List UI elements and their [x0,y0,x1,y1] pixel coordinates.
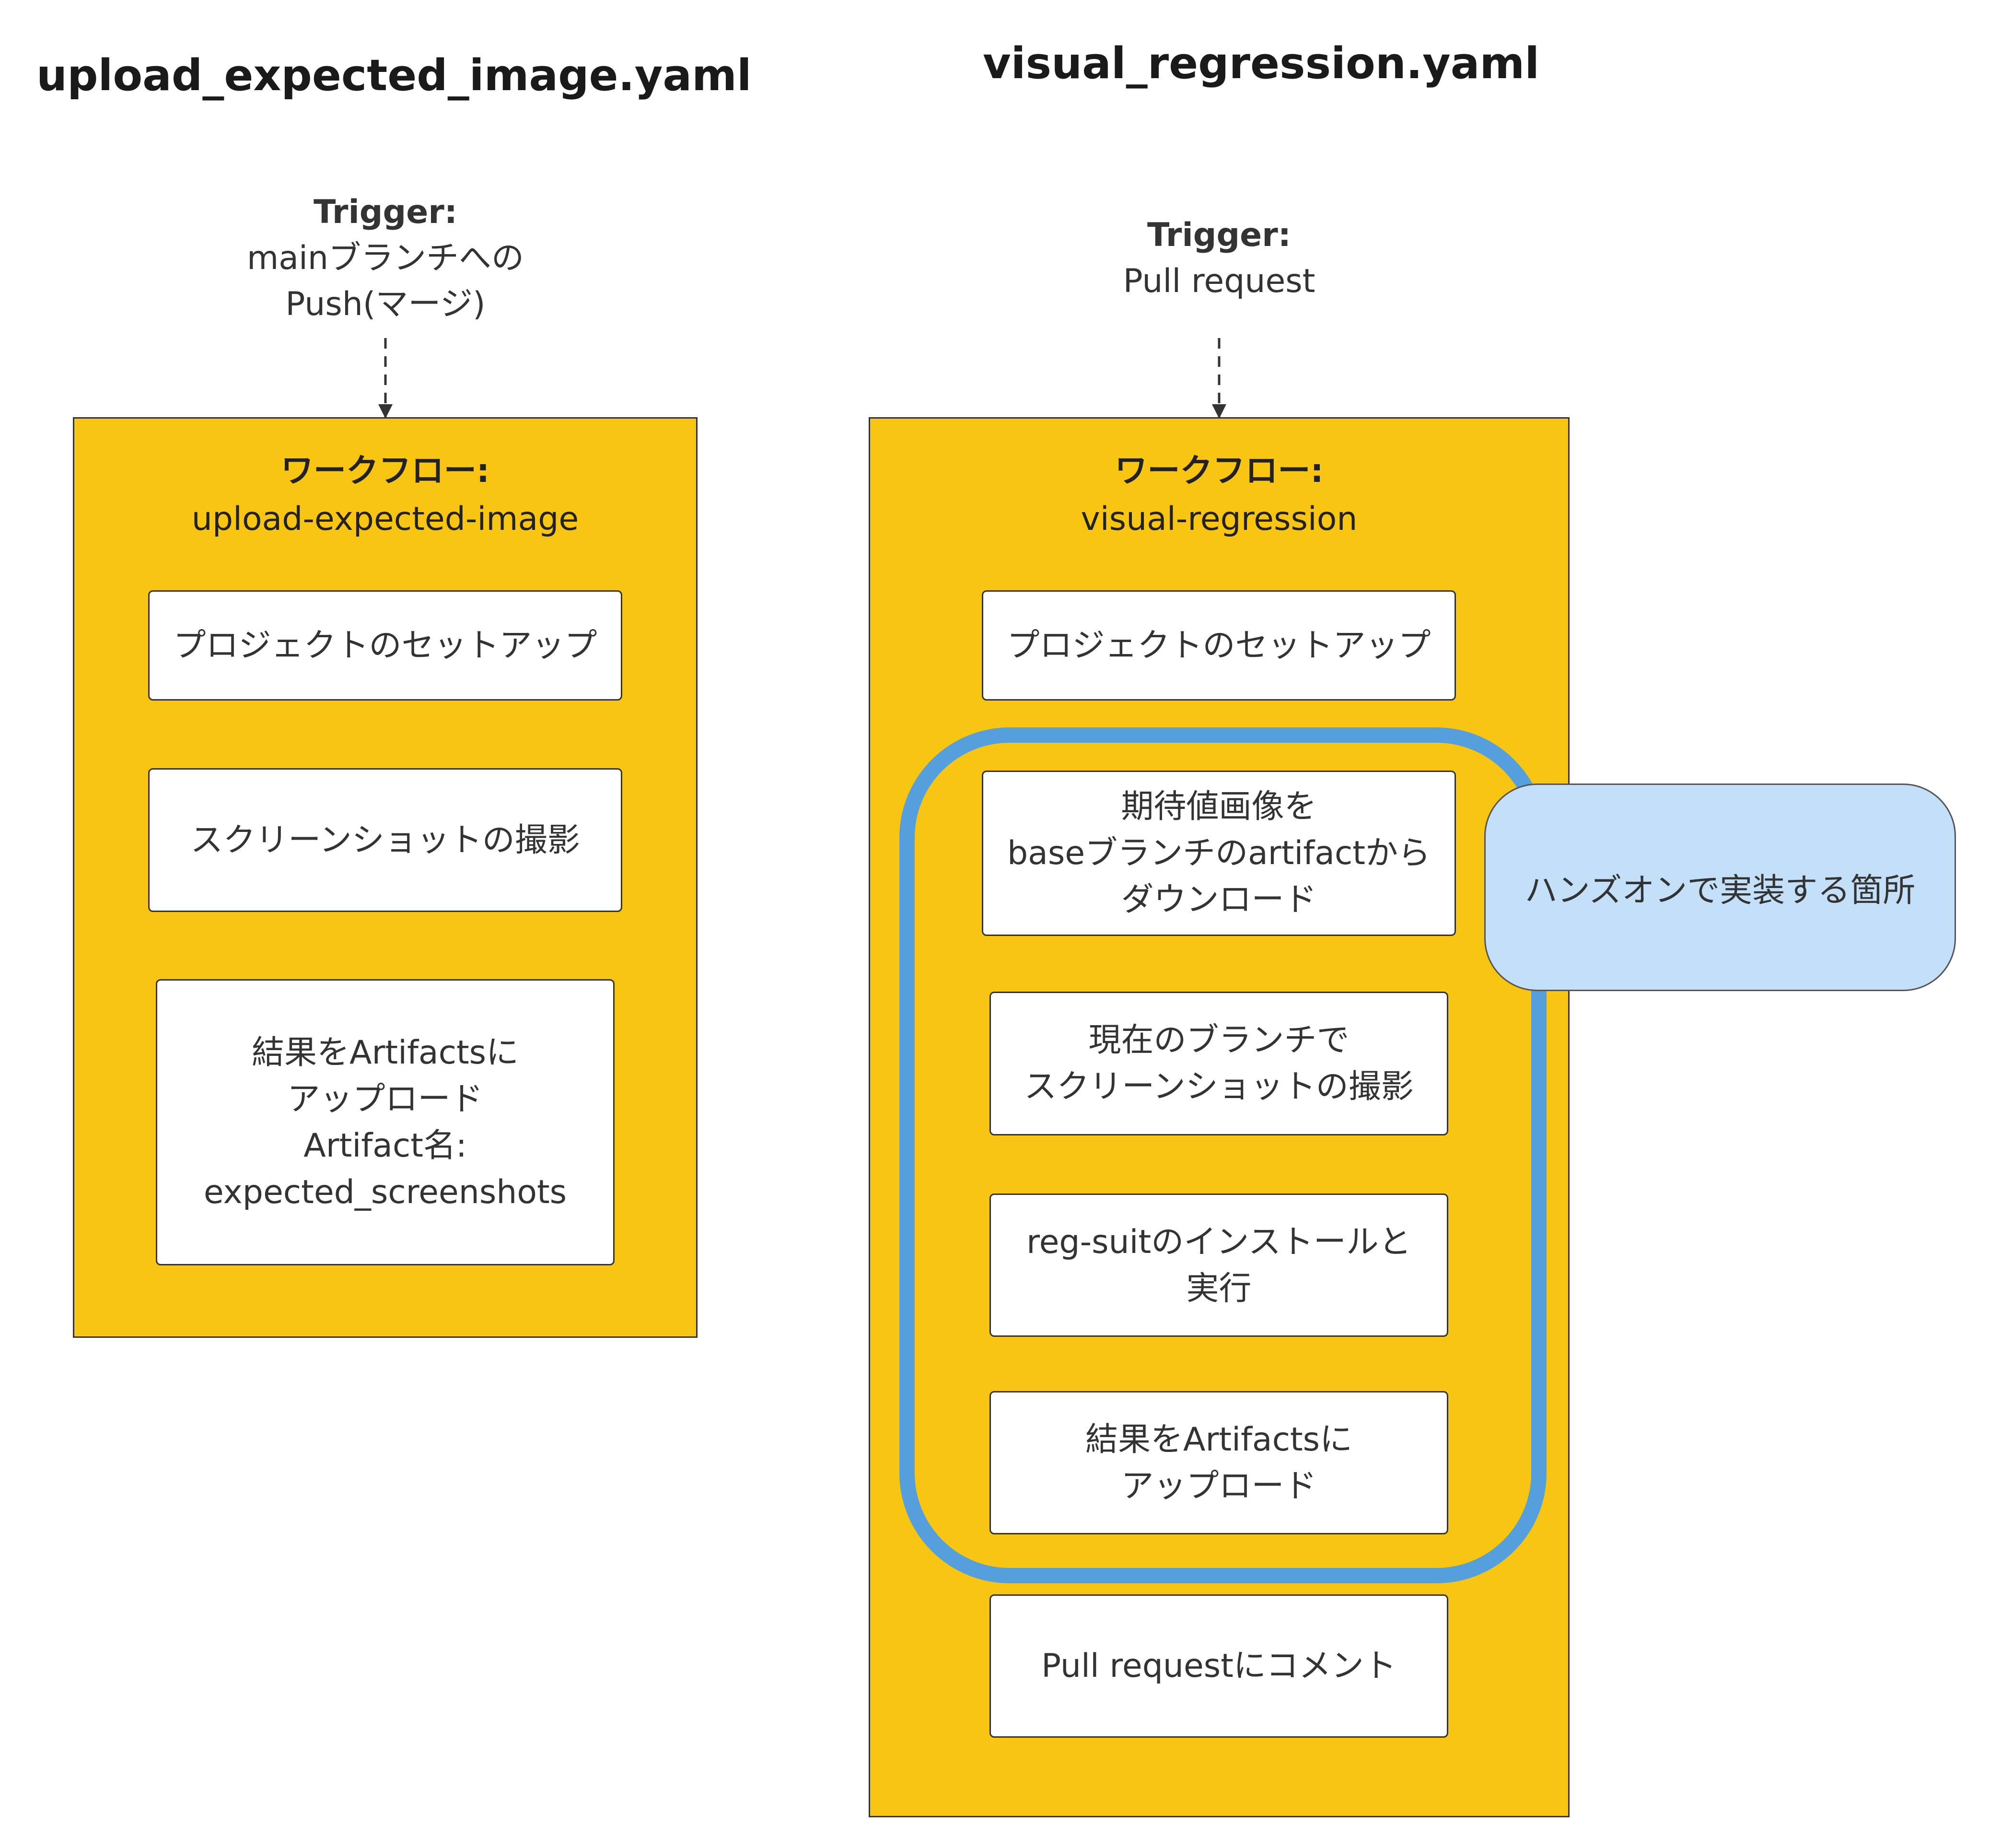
left-workflow-title: ワークフロー: upload-expected-image [74,447,696,543]
right-trigger-line: Pull request [1123,262,1315,300]
left-trigger-line: Push(マージ) [285,285,486,323]
left-step-upload: 結果をArtifactsに アップロード Artifact名: expected… [156,979,615,1265]
right-workflow-title: ワークフロー: visual-regression [870,447,1568,543]
right-step-comment: Pull requestにコメント [989,1594,1448,1738]
step-text: 結果をArtifactsに [1085,1420,1353,1459]
right-step-upload: 結果をArtifactsに アップロード [989,1391,1448,1534]
right-file-title: visual_regression.yaml [983,38,1540,89]
left-trigger: Trigger: mainブランチへの Push(マージ) [194,189,577,327]
step-text: 期待値画像を [1121,788,1317,826]
right-trigger: Trigger: Pull request [1027,212,1411,304]
left-workflow-label: ワークフロー: [280,452,490,490]
step-text: 実行 [1186,1269,1252,1308]
left-trigger-label: Trigger: [314,193,457,231]
right-step-reg-suit: reg-suitのインストールと 実行 [989,1193,1448,1337]
step-text: スクリーンショットの撮影 [1024,1068,1414,1106]
step-text: アップロード [287,1080,483,1118]
right-step-setup: プロジェクトのセットアップ [982,590,1456,701]
step-text: プロジェクトのセットアップ [1007,626,1431,665]
left-step-screenshot: スクリーンショットの撮影 [148,768,622,912]
right-workflow-name: visual-regression [1081,500,1358,538]
step-text: プロジェクトのセットアップ [173,626,597,665]
left-step-setup: プロジェクトのセットアップ [148,590,622,701]
right-workflow-label: ワークフロー: [1115,452,1324,490]
right-step-download: 期待値画像を baseブランチのartifactから ダウンロード [982,771,1456,936]
left-file-title: upload_expected_image.yaml [36,50,752,101]
left-trigger-line: mainブランチへの [247,239,524,277]
right-trigger-label: Trigger: [1147,216,1291,254]
step-text: スクリーンショットの撮影 [190,821,580,859]
step-text: baseブランチのartifactから [1007,834,1431,872]
step-text: expected_screenshots [203,1173,567,1211]
step-text: 現在のブランチで [1088,1021,1350,1059]
step-text: 結果をArtifactsに [251,1033,519,1072]
right-step-screenshot: 現在のブランチで スクリーンショットの撮影 [989,992,1448,1135]
step-text: Artifact名: [303,1126,467,1165]
step-text: Pull requestにコメント [1041,1647,1396,1685]
callout-text: ハンズオンで実装する箇所 [1525,872,1916,910]
step-text: ダウンロード [1121,881,1317,919]
step-text: reg-suitのインストールと [1026,1223,1411,1261]
step-text: アップロード [1121,1467,1317,1505]
hands-on-callout: ハンズオンで実装する箇所 [1484,784,1956,991]
left-workflow-name: upload-expected-image [191,500,579,538]
